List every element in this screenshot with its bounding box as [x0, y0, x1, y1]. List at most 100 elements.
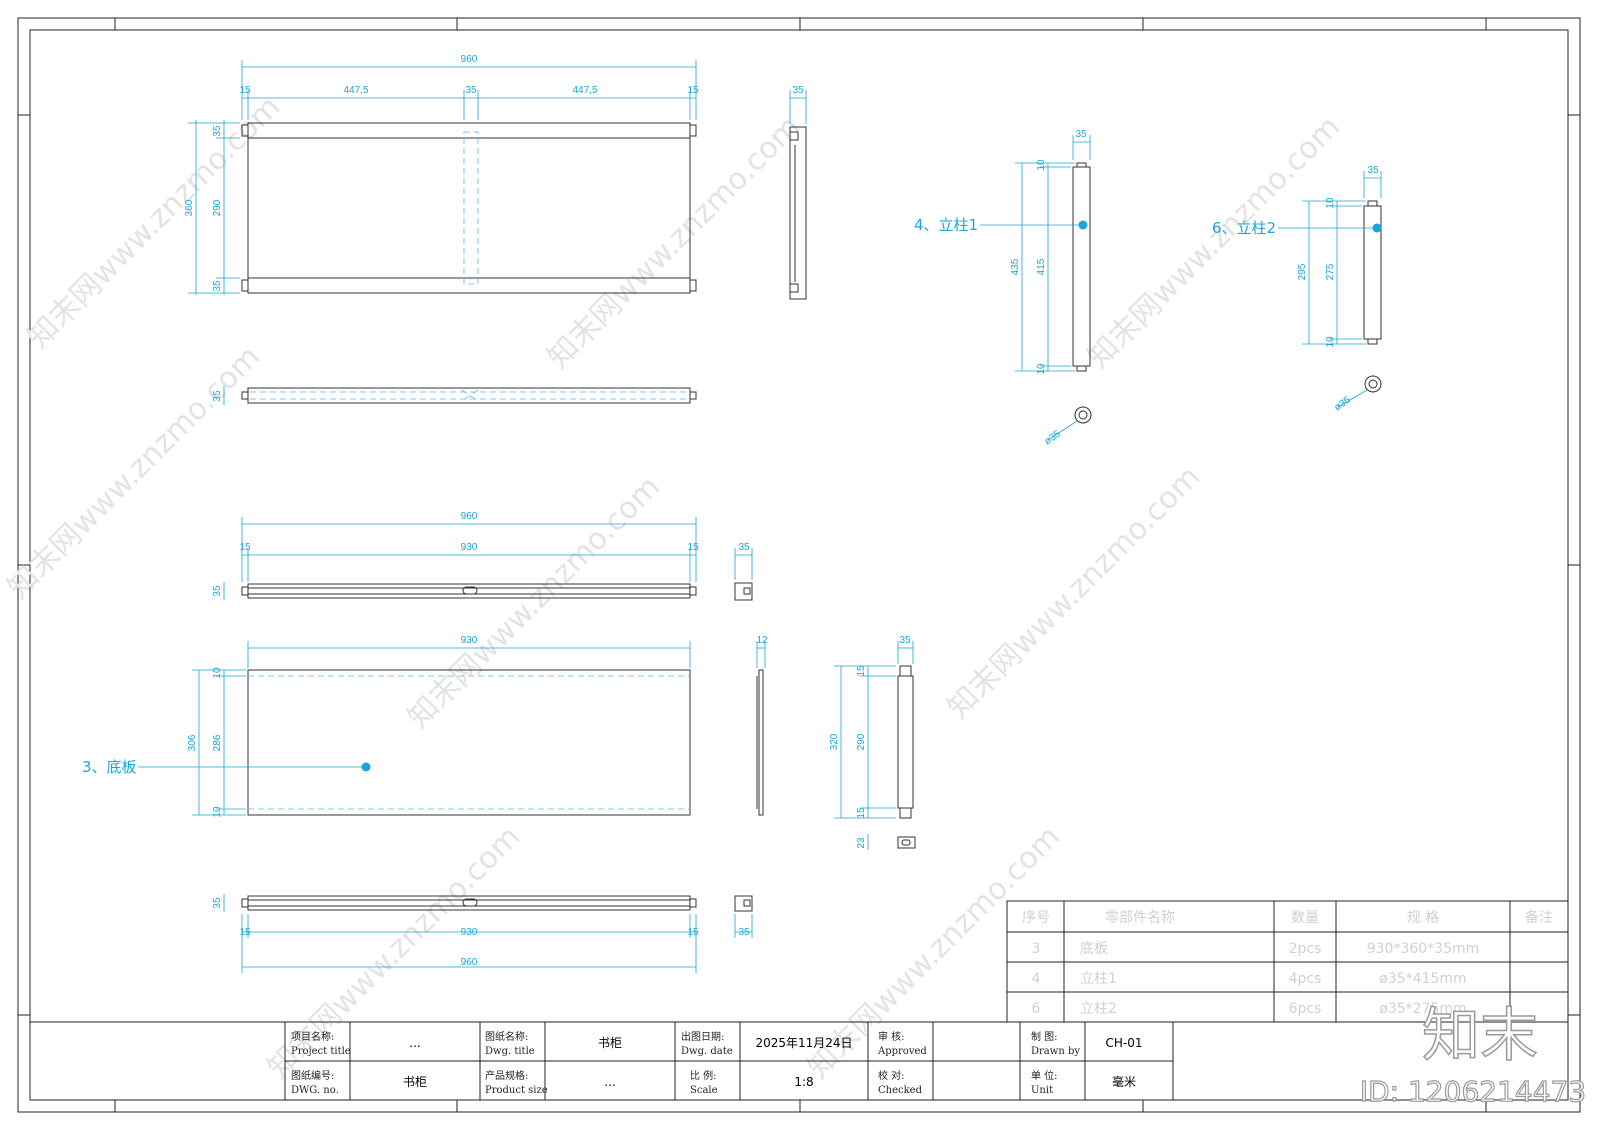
dwg-title-label-en: Dwg. title	[485, 1046, 535, 1057]
dwg-date-value: 2025年11月24日	[755, 1036, 852, 1050]
dim-35: 35	[792, 85, 804, 96]
dim-phi35: ø35	[1332, 394, 1353, 413]
dim-447-5: 447,5	[343, 85, 368, 96]
parts-cell: ø35*275mm	[1379, 1001, 1466, 1017]
dwg-no-value: 书柜	[403, 1075, 427, 1089]
parts-cell: 4pcs	[1289, 971, 1322, 987]
dim-10: 10	[1325, 336, 1336, 348]
dim-35: 35	[1075, 129, 1087, 140]
unit-label-en: Unit	[1031, 1085, 1053, 1096]
dim-35: 35	[738, 927, 750, 938]
dim-15: 15	[687, 927, 699, 938]
drawn-by-label-cn: 制 图:	[1031, 1030, 1058, 1043]
dim-10: 10	[212, 667, 223, 679]
dim-960: 960	[461, 511, 478, 522]
dim-15: 15	[687, 85, 699, 96]
dim-930: 930	[461, 635, 478, 646]
project-title-value: ...	[409, 1036, 420, 1050]
dim-35: 35	[212, 585, 223, 597]
callout-post2: 6、立柱2	[1212, 219, 1276, 237]
watermark-text: 知末网www.znzmo.com	[541, 109, 807, 375]
dim-930: 930	[461, 927, 478, 938]
product-size-label-cn: 产品规格:	[485, 1069, 528, 1082]
dim-12: 12	[756, 635, 768, 646]
dim-15: 15	[856, 665, 867, 677]
approved-label-en: Approved	[877, 1046, 927, 1057]
checked-label-cn: 校 对:	[878, 1069, 905, 1082]
dim-290: 290	[856, 733, 867, 750]
project-title-label-cn: 项目名称:	[291, 1030, 334, 1043]
parts-cell: 6	[1032, 1001, 1041, 1017]
parts-cell: 4	[1032, 971, 1041, 987]
dim-360: 360	[184, 199, 195, 216]
parts-cell: 底板	[1080, 941, 1108, 957]
dwg-title-label-cn: 图纸名称:	[485, 1030, 528, 1043]
dim-10: 10	[1036, 363, 1047, 375]
parts-header-name: 零部件名称	[1105, 910, 1175, 926]
dim-290: 290	[212, 199, 223, 216]
title-block: 项目名称: Project title ... 图纸名称: Dwg. title…	[30, 1021, 1568, 1100]
view-top-frame: 960 447,5 35 447,5 15 15 360 290 35 35	[184, 54, 699, 295]
view-base-bottom-strip: 35 930 960 15 15 35	[212, 894, 753, 973]
dim-15: 15	[687, 542, 699, 553]
dim-35: 35	[212, 390, 223, 402]
view-side-rail: 35 320 290 15 15 23	[829, 635, 916, 850]
dwg-date-label-cn: 出图日期:	[681, 1030, 724, 1043]
dim-15: 15	[239, 542, 251, 553]
dim-435: 435	[1010, 258, 1021, 275]
parts-cell: 6pcs	[1289, 1001, 1322, 1017]
checked-label-en: Checked	[878, 1085, 923, 1096]
dim-15: 15	[239, 85, 251, 96]
sheet-border	[17, 17, 1581, 1113]
dim-275: 275	[1325, 263, 1336, 280]
dim-10: 10	[212, 806, 223, 818]
watermark-text: 知末网www.znzmo.com	[21, 89, 287, 355]
dim-35: 35	[899, 635, 911, 646]
dim-phi35: ø35	[1042, 428, 1063, 447]
dim-15: 15	[239, 927, 251, 938]
watermark-text: 知末网www.znzmo.com	[401, 469, 667, 735]
scale-label-cn: 比 例:	[690, 1069, 717, 1082]
dim-35: 35	[1367, 165, 1379, 176]
watermark-text: 知末网www.znzmo.com	[1081, 109, 1347, 375]
dim-295: 295	[1297, 263, 1308, 280]
dim-35: 35	[465, 85, 477, 96]
scale-label-en: Scale	[690, 1085, 718, 1096]
parts-header-no: 序号	[1022, 910, 1050, 926]
dim-35: 35	[212, 280, 223, 292]
dim-960: 960	[461, 54, 478, 65]
dim-306: 306	[187, 734, 198, 751]
dwg-no-label-cn: 图纸编号:	[291, 1069, 334, 1082]
view-base-plate-side: 12	[756, 635, 768, 816]
scale-value: 1:8	[794, 1075, 813, 1089]
watermark-text: 知末网www.znzmo.com	[1, 339, 267, 605]
view-base-top-strip: 960 930 15 15 35 35	[212, 511, 753, 601]
dwg-date-label-en: Dwg. date	[681, 1046, 733, 1057]
parts-cell: 930*360*35mm	[1367, 941, 1480, 957]
dim-960: 960	[461, 957, 478, 968]
unit-label-cn: 单 位:	[1031, 1069, 1058, 1082]
dim-415: 415	[1036, 258, 1047, 275]
dwg-no-label-en: DWG. no.	[291, 1085, 339, 1096]
dim-35: 35	[212, 125, 223, 137]
dim-10: 10	[1325, 197, 1336, 209]
parts-header-note: 备注	[1525, 909, 1553, 926]
parts-cell: 立柱2	[1080, 1001, 1117, 1017]
parts-cell: 立柱1	[1080, 971, 1117, 987]
parts-cell: 3	[1032, 941, 1041, 957]
view-top-frame-side: 35	[789, 85, 807, 300]
callout-base-plate: 3、底板	[82, 758, 137, 776]
dim-15: 15	[856, 807, 867, 819]
parts-header-spec: 规 格	[1407, 910, 1439, 926]
product-size-value: ...	[604, 1075, 615, 1089]
callout-post1: 4、立柱1	[914, 216, 978, 234]
view-post1: 35 435 415 10 10 4、立柱1 ø35	[914, 129, 1092, 447]
product-size-label-en: Product size	[485, 1085, 548, 1096]
brand-watermark: 知末 ID: 1206214473	[1359, 1000, 1586, 1108]
drawn-by-label-en: Drawn by	[1031, 1046, 1080, 1057]
dim-23: 23	[856, 837, 867, 849]
dim-35: 35	[738, 542, 750, 553]
watermark-text: 知末网www.znzmo.com	[941, 459, 1207, 725]
dim-10: 10	[1036, 159, 1047, 171]
dim-930: 930	[461, 542, 478, 553]
